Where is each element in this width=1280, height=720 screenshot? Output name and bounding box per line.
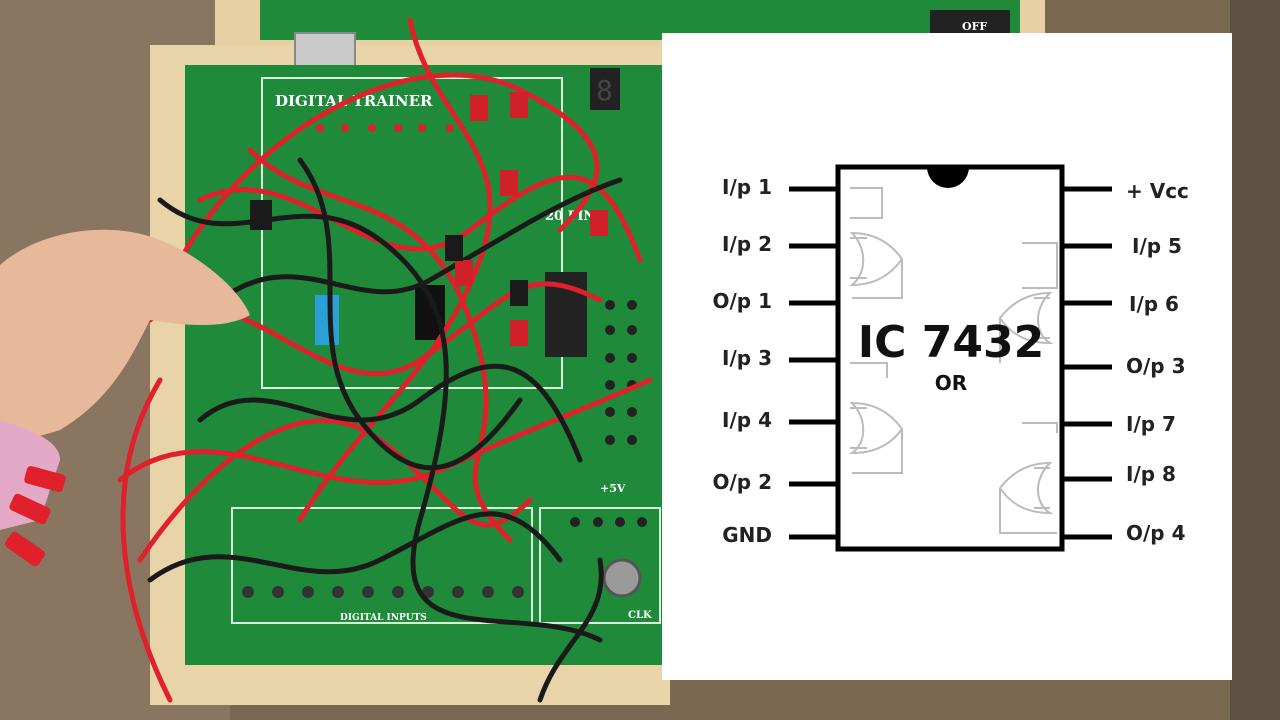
right-pin-14-label: + Vcc <box>1126 179 1189 203</box>
left-pin-2-label: I/p 2 <box>722 232 772 256</box>
chip-notch <box>927 167 969 188</box>
chip-function: OR <box>934 371 968 395</box>
left-pin-7-label: GND <box>722 523 772 547</box>
patch-wires <box>117 17 653 703</box>
chip-name: IC 7432 <box>857 317 1045 368</box>
loose-plugs <box>5 466 66 567</box>
or-gate-symbols <box>848 187 1058 534</box>
right-pin-11-label: O/p 3 <box>1126 354 1186 378</box>
ic-pinout-diagram: IC 7432 OR I/p 1 I/p 2 O/p 1 I/p 3 I/p 4… <box>662 33 1232 680</box>
right-pin-12-label: I/p 6 <box>1129 292 1179 316</box>
right-pin-10-label: I/p 7 <box>1126 412 1176 436</box>
right-pin-8-label: O/p 4 <box>1126 521 1186 545</box>
voltage-label: +5V <box>600 482 626 495</box>
wire-connectors <box>250 92 608 346</box>
right-pin-9-label: I/p 8 <box>1126 462 1176 486</box>
left-pin-5-label: I/p 4 <box>722 408 772 432</box>
clock-knob <box>602 558 642 598</box>
left-pin-6-label: O/p 2 <box>712 470 772 494</box>
left-pin-4-label: I/p 3 <box>722 346 772 370</box>
inputs-label: DIGITAL INPUTS <box>340 613 427 623</box>
left-pin-3-label: O/p 1 <box>712 289 772 313</box>
svg-text:8: 8 <box>596 74 613 107</box>
board-terminals <box>242 124 647 598</box>
right-pin-13-label: I/p 5 <box>1132 234 1182 258</box>
clock-label: CLK <box>628 610 652 621</box>
pin-lines <box>789 186 1112 540</box>
seven-segment-display <box>590 68 620 110</box>
chip-drawing <box>789 164 1112 552</box>
off-label: OFF <box>962 20 987 33</box>
left-pin-1-label: I/p 1 <box>722 175 772 199</box>
hand <box>0 229 250 440</box>
